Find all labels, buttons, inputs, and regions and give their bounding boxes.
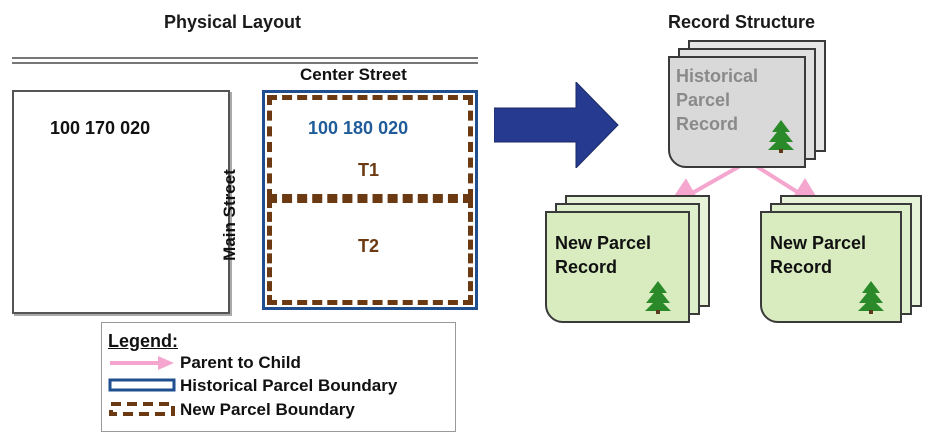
- legend-title: Legend:: [108, 331, 178, 351]
- new-parcel-boundary-t2: [267, 198, 473, 305]
- parent-child-arrow-left: [666, 164, 741, 208]
- parent-child-arrows: [666, 164, 824, 209]
- historical-parcel-id: 100 180 020: [308, 118, 409, 138]
- center-street-label: Center Street: [300, 65, 407, 84]
- main-street-label: Main Street: [220, 169, 239, 261]
- new-parcel-boundary-t1: [267, 95, 473, 199]
- record-structure-title: Record Structure: [668, 12, 816, 32]
- transition-arrow-icon: [494, 82, 619, 168]
- new-record-2-label: New Parcel Record: [770, 233, 867, 277]
- parent-child-arrow-right: [754, 164, 824, 209]
- parcel-left: [12, 90, 230, 314]
- tree-icon: [858, 281, 884, 314]
- legend-item-parent-child: Parent to Child: [180, 353, 301, 372]
- historical-record-label: Historical Parcel Record: [676, 66, 759, 134]
- new-parcel-record-1: New Parcel Record: [545, 195, 720, 330]
- historical-parcel-boundary: [262, 90, 478, 310]
- new-parcel-record-2: New Parcel Record: [760, 195, 925, 330]
- new-parcel-t2-label: T2: [358, 236, 380, 256]
- parcel-left-id: 100 170 020: [50, 118, 151, 138]
- new-record-1-label: New Parcel Record: [555, 233, 652, 277]
- pink-arrow-icon: [110, 356, 174, 370]
- historical-parcel-record: Historical Parcel Record: [668, 40, 838, 175]
- new-parcel-t1-label: T1: [358, 160, 380, 180]
- historical-boundary-swatch-icon: [108, 378, 176, 392]
- physical-layout-title: Physical Layout: [164, 12, 302, 32]
- tree-icon: [768, 120, 794, 153]
- new-boundary-swatch-icon: [109, 402, 175, 416]
- legend-item-new-boundary: New Parcel Boundary: [180, 400, 355, 419]
- legend-item-historical-boundary: Historical Parcel Boundary: [180, 376, 398, 395]
- center-street-lines: [12, 57, 478, 64]
- tree-icon: [645, 281, 671, 314]
